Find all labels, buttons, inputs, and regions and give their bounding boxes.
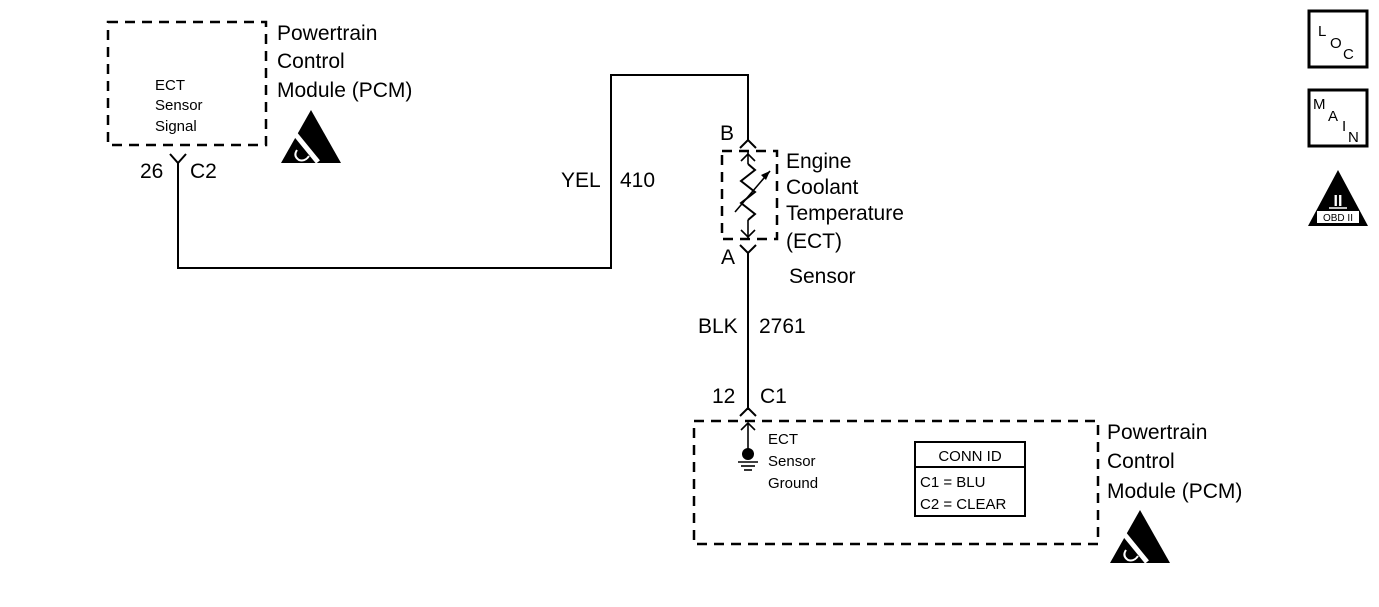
sensor-a-terminal — [739, 244, 757, 255]
esd-warning-icon — [1110, 510, 1170, 564]
esd-warning-icon — [281, 110, 341, 164]
pcm-bottom-box — [692, 419, 1100, 546]
pcm-top-name-line2: Control — [277, 50, 345, 73]
wire-signal-color: YEL — [561, 169, 601, 192]
svg-text:C: C — [1343, 46, 1354, 63]
pcm-top-name-line3: Module (PCM) — [277, 79, 412, 102]
pcm-bottom-name-line2: Control — [1107, 450, 1175, 473]
conn-id-header: CONN ID — [938, 448, 1002, 465]
sensor-b-terminal — [739, 138, 757, 149]
conn-id-table: CONN ID C1 = BLU C2 = CLEAR — [914, 441, 1026, 517]
pcm-bottom-name-line3: Module (PCM) — [1107, 480, 1242, 503]
main-icon[interactable]: M A I N — [1307, 88, 1369, 148]
pcm-top-signal-line1: ECT — [155, 77, 185, 94]
wire-ground-color: BLK — [698, 315, 738, 338]
pcm-top-box — [106, 20, 268, 147]
loc-icon[interactable]: L O C — [1307, 9, 1369, 69]
pcm-bottom-connector: C1 — [760, 385, 787, 408]
sensor-name-line5: Sensor — [789, 265, 856, 288]
pcm-bottom-pin: 12 — [712, 385, 735, 408]
connector-c1-terminal — [739, 406, 757, 417]
conn-id-row1: C1 = BLU — [920, 474, 985, 491]
pcm-bottom-ground-line3: Ground — [768, 475, 818, 492]
thermistor-symbol — [734, 150, 771, 239]
svg-text:OBD II: OBD II — [1323, 213, 1353, 224]
sensor-name-line4: (ECT) — [786, 230, 842, 253]
obd-ii-icon[interactable]: II OBD II — [1308, 170, 1368, 226]
sensor-pin-a: A — [721, 246, 735, 269]
sensor-name-line3: Temperature — [786, 202, 904, 225]
pcm-top-signal-line3: Signal — [155, 118, 197, 135]
pcm-top-connector: C2 — [190, 160, 217, 183]
ground-symbol — [738, 421, 758, 471]
sensor-box — [720, 149, 779, 241]
svg-text:L: L — [1318, 23, 1326, 40]
conn-id-row2: C2 = CLEAR — [920, 496, 1006, 513]
pcm-top-signal-line2: Sensor — [155, 97, 203, 114]
sensor-name-line1: Engine — [786, 150, 851, 173]
wire-signal-circuit: 410 — [620, 169, 655, 192]
pcm-top-pin: 26 — [140, 160, 163, 183]
connector-c2-terminal — [169, 153, 187, 165]
svg-text:II: II — [1334, 193, 1343, 210]
pcm-bottom-ground-line2: Sensor — [768, 453, 816, 470]
svg-text:O: O — [1330, 35, 1342, 52]
wire-yel-410 — [177, 74, 749, 269]
svg-text:N: N — [1348, 129, 1359, 146]
sensor-pin-b: B — [720, 122, 734, 145]
svg-text:M: M — [1313, 96, 1326, 113]
pcm-top-name-line1: Powertrain — [277, 22, 377, 45]
wire-ground-circuit: 2761 — [759, 315, 806, 338]
sensor-name-line2: Coolant — [786, 176, 859, 199]
pcm-bottom-name-line1: Powertrain — [1107, 421, 1207, 444]
svg-text:A: A — [1328, 108, 1338, 125]
svg-text:I: I — [1342, 118, 1346, 135]
pcm-bottom-ground-line1: ECT — [768, 431, 798, 448]
